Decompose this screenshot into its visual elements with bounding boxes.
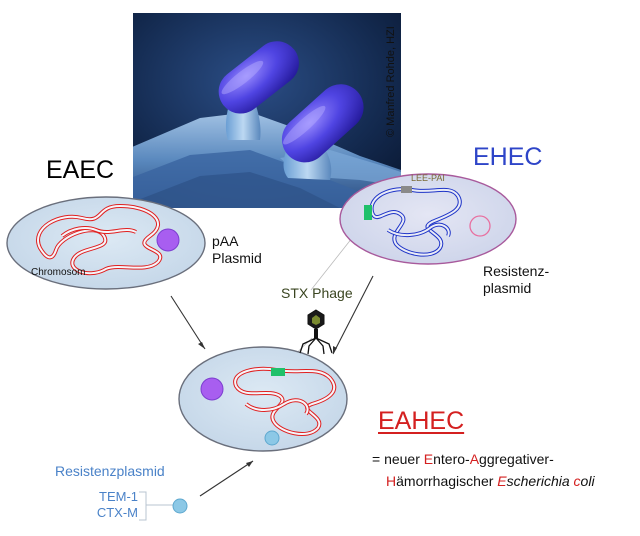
eahec-paa-plasmid bbox=[200, 377, 224, 401]
eahec-stx-gene bbox=[271, 368, 285, 376]
arrow-eaec-to-eahec bbox=[170, 295, 206, 350]
bacteria-micrograph bbox=[133, 13, 401, 208]
plasmid-bracket bbox=[139, 491, 147, 521]
ehec-title: EHEC bbox=[473, 143, 543, 171]
lee-pai-gene bbox=[401, 186, 412, 193]
arrow-ehec-to-eahec bbox=[332, 275, 374, 355]
ehec-cell bbox=[339, 173, 517, 265]
bacteriophage-icon bbox=[299, 309, 333, 355]
eaec-title: EAEC bbox=[46, 156, 115, 184]
eahec-resistenz-plasmid bbox=[264, 430, 280, 446]
tem-ctx-label: TEM-1 CTX-M bbox=[96, 489, 138, 520]
arrowhead bbox=[333, 346, 337, 354]
photo-credit: © Manfred Rohde, HZI bbox=[385, 26, 397, 137]
chromosome-label: Chromosom bbox=[31, 267, 86, 278]
definition-word: ntero- bbox=[433, 451, 470, 467]
paa-plasmid-label: pAA Plasmid bbox=[212, 233, 262, 266]
arrowhead bbox=[246, 461, 253, 467]
definition-word: oli bbox=[580, 473, 595, 489]
paa-plasmid bbox=[156, 228, 180, 252]
arrow-plasmid-to-eahec bbox=[199, 460, 254, 497]
resistenzplasmid-label: Resistenzplasmid bbox=[55, 463, 165, 479]
eahec-title: EAHEC bbox=[378, 407, 465, 435]
stx-phage-label: STX Phage bbox=[281, 285, 353, 301]
lee-pai-label: LEE-PAI bbox=[411, 173, 445, 183]
definition-initial: c bbox=[573, 473, 581, 489]
resistenz-plasmid-label: Resistenz-plasmid bbox=[483, 263, 550, 296]
definition-line-1: = neuer Entero-Aggregativer- bbox=[372, 451, 554, 467]
definition-initial: A bbox=[469, 451, 480, 467]
definition-word: ggregativer- bbox=[479, 451, 554, 467]
free-resistenz-plasmid bbox=[172, 498, 188, 514]
eaec-cell bbox=[6, 196, 206, 290]
definition-initial: E bbox=[497, 473, 507, 489]
definition-word: ämorrhagischer bbox=[396, 473, 498, 489]
eahec-cell bbox=[178, 346, 348, 452]
definition-initial: H bbox=[386, 473, 397, 489]
definition-word: scherichia bbox=[506, 473, 574, 489]
ehec-resistenz-plasmid bbox=[469, 215, 491, 237]
stx-gene bbox=[364, 205, 372, 220]
arrowhead bbox=[198, 342, 205, 349]
definition-line-2: Hämorrhagischer Escherichia coli bbox=[386, 473, 595, 489]
eaec-chromosome bbox=[36, 203, 163, 276]
definition-initial: E bbox=[423, 451, 434, 467]
definition-prefix: = neuer bbox=[372, 451, 424, 467]
ehec-chromosome bbox=[369, 187, 462, 257]
